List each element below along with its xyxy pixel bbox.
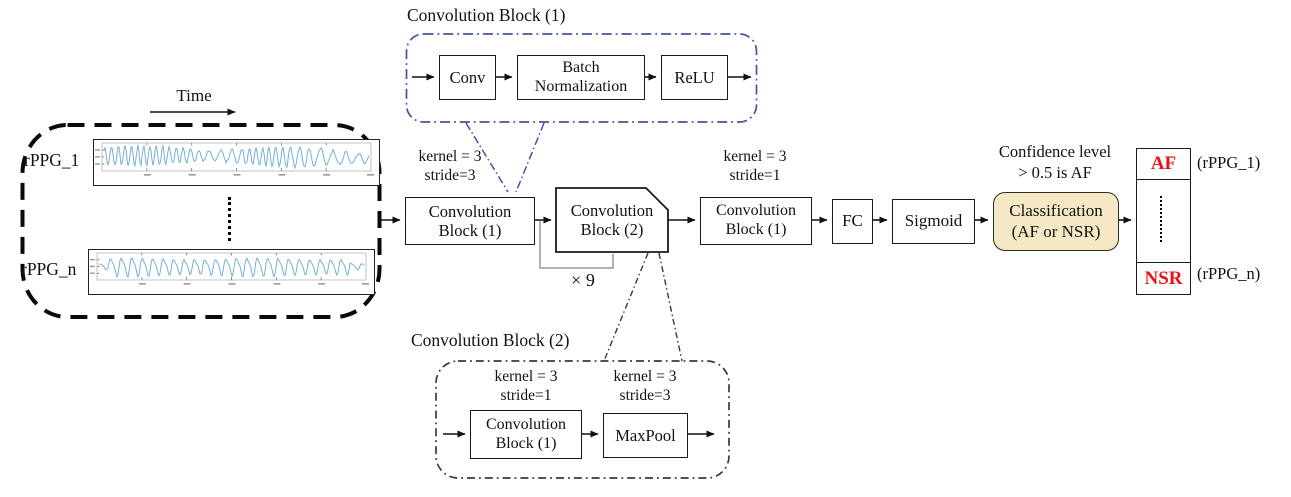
sigmoid-box: Sigmoid — [892, 199, 975, 244]
output-cell-af: AF — [1137, 149, 1190, 180]
output-ref-rppgn: (rPPG_n) — [1197, 264, 1261, 283]
kernel-annotation: kernel = 3 — [613, 368, 677, 385]
rppg1-waveform-plot — [93, 139, 380, 186]
conv-box: Conv — [439, 55, 496, 100]
detail-cb1-callout-tails — [465, 122, 545, 193]
cb2-label-line2: Block (2) — [580, 220, 644, 239]
kernel-annotation: kernel = 3 — [494, 368, 558, 385]
conv-block-2-shape — [555, 187, 669, 253]
rppgn-waveform-plot — [88, 249, 375, 295]
d2-cb1-kernel-stride: kernel = 3 stride=1 — [472, 368, 580, 406]
batch-normalization-box: Batch Normalization — [517, 55, 645, 100]
rppgn-waveform-svg — [90, 252, 369, 285]
classification-label-line1: Classification — [1009, 201, 1103, 221]
cb2-label-line1: Convolution — [570, 200, 654, 220]
classification-label-line2: (AF or NSR) — [1011, 221, 1101, 241]
d2-cb1-label-line1: Convolution — [485, 415, 566, 433]
output-column: AF NSR — [1136, 148, 1191, 295]
stride-annotation: stride=1 — [500, 386, 552, 404]
fc-box: FC — [832, 199, 873, 244]
repeat-times-label: × 9 — [571, 270, 595, 290]
kernel-annotation: kernel = 3 — [723, 148, 787, 165]
nsr-result-label: NSR — [1144, 267, 1183, 289]
cb1-first-label-line1: Convolution — [428, 201, 512, 221]
time-axis-label: Time — [176, 86, 212, 105]
confidence-note-line2: > 0.5 is AF — [1018, 162, 1092, 182]
flow-arrows — [150, 73, 1132, 438]
d2-conv-block-1: Convolution Block (1) — [470, 410, 582, 459]
waveform-path — [103, 143, 370, 170]
relu-box-label: ReLU — [674, 67, 715, 87]
d2-cb1-label-line2: Block (1) — [495, 434, 557, 452]
d2-maxpool-kernel-stride: kernel = 3 stride=3 — [598, 368, 692, 406]
stride-annotation: stride=3 — [619, 386, 671, 404]
stride-annotation: stride=3 — [424, 166, 476, 184]
rppg1-waveform-svg — [95, 142, 374, 176]
detail-cb1-title: Convolution Block (1) — [407, 5, 566, 25]
fc-label: FC — [842, 211, 863, 231]
maxpool-box: MaxPool — [603, 413, 688, 458]
cb1-second-label-line2: Block (1) — [725, 221, 787, 238]
signal-label-rppgn: rPPG_n — [21, 259, 77, 279]
detail-cb2-callout-tails — [603, 252, 683, 362]
maxpool-label: MaxPool — [615, 425, 676, 445]
bn-label-line2: Normalization — [534, 77, 628, 95]
waveform-path — [98, 257, 365, 279]
cb1-first-kernel-stride: kernel = 3 stride=3 — [396, 148, 504, 186]
confidence-note-line1: Confidence level — [998, 142, 1112, 161]
axis-ticks — [90, 253, 369, 285]
signal-label-rppg1: rPPG_1 — [24, 150, 80, 170]
detail-cb1-dashdot-border — [405, 33, 758, 123]
cb1-second-kernel-stride: kernel = 3 stride=1 — [700, 148, 810, 186]
stride-annotation: stride=1 — [729, 166, 781, 184]
output-cell-nsr: NSR — [1137, 262, 1190, 294]
vertical-ellipsis-icon — [1160, 196, 1162, 242]
classification-box: Classification (AF or NSR) — [993, 192, 1119, 251]
output-cell-ellipsis — [1137, 180, 1190, 262]
conv-block-2: Convolution Block (2) — [556, 188, 668, 252]
sigmoid-label: Sigmoid — [904, 211, 963, 231]
output-ref-rppg1: (rPPG_1) — [1197, 153, 1261, 172]
conv-block-1-first: Convolution Block (1) — [405, 197, 535, 245]
bn-label-line1: Batch — [562, 58, 600, 76]
repeat-loop-line — [539, 221, 614, 269]
confidence-note: Confidence level > 0.5 is AF — [983, 142, 1127, 183]
detail-cb2-title: Convolution Block (2) — [411, 330, 570, 350]
axis-ticks — [95, 143, 374, 176]
relu-box: ReLU — [661, 55, 728, 100]
input-group-dashed-border — [20, 123, 382, 319]
vertical-ellipsis-icon — [228, 197, 231, 241]
cb1-first-label-line2: Block (1) — [438, 221, 502, 240]
cb1-second-label-line1: Convolution — [715, 202, 796, 220]
conv-block-1-second: Convolution Block (1) — [700, 197, 812, 245]
af-result-label: AF — [1150, 153, 1177, 174]
conv-box-label: Conv — [449, 67, 486, 87]
kernel-annotation: kernel = 3 — [418, 148, 482, 165]
